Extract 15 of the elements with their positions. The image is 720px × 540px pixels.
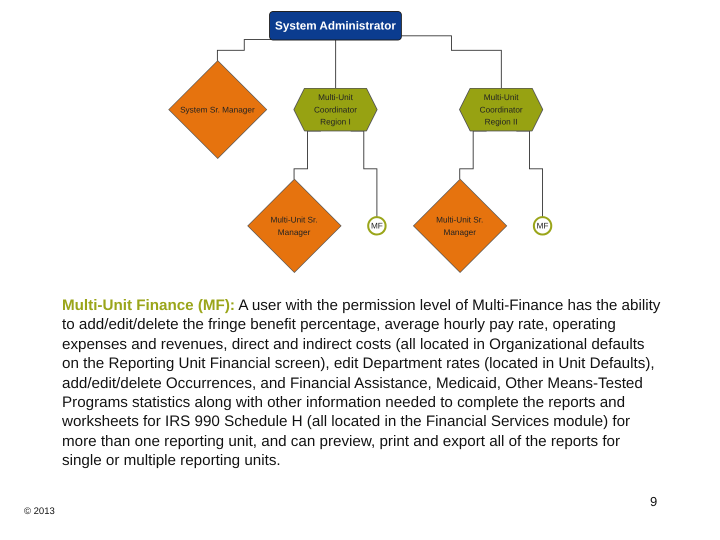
node-diamond: Multi-Unit Sr. Manager (412, 178, 508, 273)
connector (216, 39, 272, 62)
copyright-notice: © 2013 (24, 506, 55, 517)
node-diamond: Multi-Unit Sr. Manager (247, 178, 342, 273)
connector (350, 130, 378, 218)
connector (335, 40, 336, 90)
connector (294, 130, 322, 180)
connector (401, 35, 502, 90)
page-number: 9 (650, 494, 658, 509)
node-circle: MF (532, 216, 552, 236)
node-diamond: System Sr. Manager (168, 60, 268, 160)
node-circle: MF (367, 216, 387, 236)
definition-paragraph: Multi-Unit Finance (MF): A user with the permission level of Multi-Finance has the ability to add/edit/delete the fringe benefit percentage, average hourly pay rate, operating expenses and revenues, direct and indirect costs (all located in Organizational defaults on the Reporting Unit Financial screen), edit Department rates (located in Unit Defaults), add/edit/delete Occurrences, and Financial Assistance, Medicaid, Other Means-Tested Programs statistics along with other information needed to complete the reports and worksheets for IRS 990 Schedule H (all located in the Financial Services module) for more than one reporting unit, and can preview, print and export all of the reports for single or multiple reporting units. (62, 296, 662, 471)
connector (516, 130, 544, 218)
connector (459, 130, 488, 180)
